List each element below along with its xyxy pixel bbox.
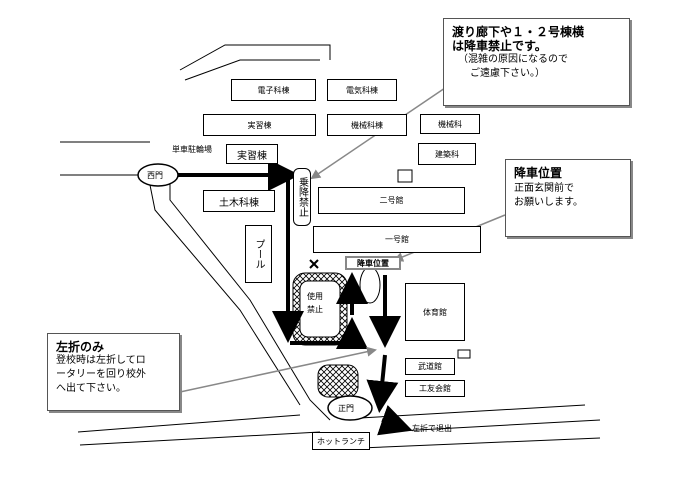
road-south-edge-1 (77, 414, 301, 433)
building-budo-hall: 武道館 (405, 358, 455, 375)
callout-left-line1: 登校時は左折してロ (56, 355, 146, 366)
callout-no-dropoff-line1: （混雑の原因になるので (458, 54, 568, 65)
building-construction: 建築科 (418, 143, 476, 165)
road-north-edge-2 (184, 59, 320, 81)
road-south-edge-2 (79, 431, 321, 446)
callout-no-dropoff-line2: ご遠慮下さい。） (470, 68, 545, 79)
hatched-area-south (317, 364, 359, 398)
no-use-line2: 禁止 (307, 305, 323, 314)
callout-dropoff-line1: 正面玄関前で (514, 183, 574, 194)
callout-left-turn-only: 左折のみ 登校時は左折してロ ータリーを回り校外 へ出て下さい。 (47, 333, 180, 411)
callout-left-line2: ータリーを回り校外 (56, 369, 146, 380)
no-use-inner (299, 280, 341, 338)
road-north-edge-1 (179, 44, 331, 71)
no-dropoff-sign: 乗降禁止 (293, 168, 311, 226)
campus-west-border-2 (149, 184, 301, 406)
small-structure-1 (397, 169, 413, 183)
route-to-main-gate (366, 354, 399, 413)
bicycle-parking-label: 単車駐輪場 (172, 145, 212, 154)
building-gymnasium: 体育館 (405, 283, 465, 341)
callout-left-line3: へ出て下さい。 (56, 383, 126, 394)
building-civil-eng: 土木科棟 (203, 190, 275, 212)
building-machinery-dept: 機械科 (420, 114, 480, 134)
building-practice-1: 実習棟 (203, 114, 316, 136)
building-club-hall: 工友会館 (405, 380, 465, 397)
dropoff-position-sign: 降車位置 (345, 256, 401, 270)
left-turn-exit-label: 左折で退出 (412, 424, 452, 433)
road-south-edge-4 (379, 419, 601, 433)
road-lines (60, 44, 601, 449)
callout-dropoff-line2: お願いします。 (514, 197, 583, 208)
west-gate-oval (137, 163, 179, 187)
vehicle-route (178, 159, 413, 436)
callout-no-dropoff: 渡り廊下や１・２号棟横 は降車禁止です。 （混雑の原因になるので ご遠慮下さい。… (443, 18, 630, 106)
callout-dropoff-position: 降車位置 正面玄関前で お願いします。 (505, 159, 631, 237)
pointer-left (179, 346, 377, 393)
main-gate-label: 正門 (338, 404, 354, 413)
pool: プール (245, 225, 272, 283)
building-electrical: 電気科棟 (327, 79, 397, 101)
road-south-edge-3 (359, 404, 586, 419)
road-south-edge-5 (359, 437, 601, 449)
building-1: 一号館 (313, 226, 481, 253)
main-gate-oval (327, 395, 373, 421)
campus-west-border (169, 175, 331, 421)
callout-dropoff-heading: 降車位置 (514, 166, 563, 180)
rotary-oval (359, 266, 381, 304)
x-mark (309, 259, 319, 269)
route-exit-left-turn (377, 405, 413, 436)
no-use-line1: 使用 (307, 292, 323, 301)
hot-lunch-stand: ホットランチ (312, 432, 370, 450)
building-2: 二号館 (318, 187, 465, 214)
route-loop-up (290, 317, 368, 349)
callout-no-dropoff-heading: 渡り廊下や１・２号棟横 (452, 25, 585, 39)
no-use-label: 使用 禁止 (307, 290, 323, 316)
building-machinery: 機械科棟 (327, 114, 407, 136)
west-gate-label: 西門 (147, 171, 163, 180)
building-electronics: 電子科棟 (231, 79, 316, 101)
small-structure-2 (457, 349, 471, 359)
building-practice-2: 実習棟 (226, 144, 278, 164)
callout-no-dropoff-heading2: は降車禁止です。 (452, 39, 547, 53)
callout-left-heading: 左折のみ (56, 340, 105, 354)
